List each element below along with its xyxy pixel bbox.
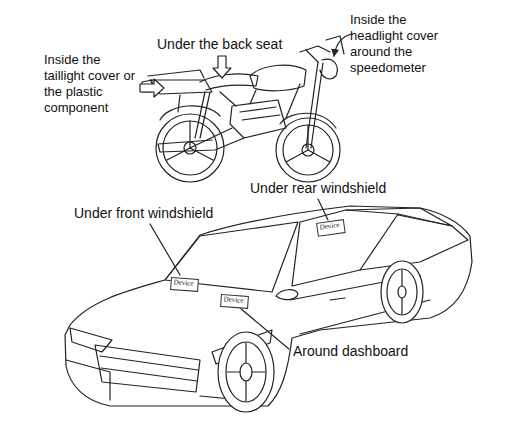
- callout-label: Inside the taillight cover or the plasti…: [44, 52, 136, 116]
- leader-line-part: [318, 199, 328, 220]
- motorcycle-drawing-part: [148, 70, 204, 78]
- motorcycle-drawing-part: [300, 46, 330, 52]
- car-drawing-part: [346, 208, 452, 226]
- motorcycle-drawing-part: [230, 100, 286, 138]
- car-drawing-part: [401, 270, 402, 286]
- motorcycle-drawing-part: [286, 150, 308, 162]
- car-drawing-part: [276, 290, 298, 300]
- motorcycle-drawing-part: [242, 115, 280, 120]
- device-text: Device: [173, 278, 196, 289]
- device-text: Device: [319, 221, 342, 233]
- motorcycle-drawing-part: [308, 150, 330, 162]
- leader-line-part: [150, 224, 180, 275]
- car-drawing-part: [387, 269, 417, 315]
- car-drawing-part: [252, 371, 265, 372]
- callout-label: Under rear windshield: [250, 180, 386, 196]
- pointer-arrow-part: [213, 56, 231, 78]
- car-drawing: [65, 206, 472, 412]
- pointer-arrow: [140, 34, 352, 97]
- callout-label: Inside the headlight cover around the sp…: [350, 12, 456, 76]
- car-drawing-part: [398, 286, 406, 298]
- car-drawing-part: [66, 360, 110, 400]
- motorcycle-drawing-part: [189, 121, 190, 148]
- car-drawing-part: [101, 368, 197, 381]
- device-text: Device: [223, 295, 246, 306]
- pointer-arrow-part: [334, 34, 352, 56]
- device-tag: Device: [220, 294, 249, 309]
- car-drawing-part: [227, 371, 240, 372]
- pointer-arrow-part: [140, 79, 164, 97]
- motorcycle-drawing: [142, 36, 344, 182]
- motorcycle-drawing-part: [195, 92, 205, 138]
- leader-line: [150, 199, 328, 349]
- car-drawing-part: [218, 332, 274, 412]
- car-drawing-part: [292, 210, 398, 286]
- car-drawing-part: [401, 298, 402, 314]
- motorcycle-drawing-part: [306, 62, 318, 148]
- motorcycle-drawing-part: [311, 63, 323, 148]
- motorcycle-drawing-part: [160, 106, 220, 120]
- motorcycle-drawing-part: [220, 84, 300, 118]
- device-tag: Device: [170, 277, 199, 292]
- car-drawing-part: [360, 214, 468, 270]
- car-drawing-part: [245, 381, 246, 401]
- motorcycle-drawing-part: [240, 107, 276, 112]
- car-drawing-part: [245, 343, 246, 363]
- motorcycle-drawing-part: [250, 65, 306, 91]
- car-drawing-part: [70, 328, 112, 352]
- car-drawing-part: [330, 298, 345, 300]
- car-drawing-part: [100, 356, 198, 370]
- callout-label: Under the back seat: [157, 36, 282, 52]
- motorcycle-drawing-part: [306, 50, 318, 62]
- motorcycle-drawing-part: [158, 138, 244, 152]
- car-drawing-part: [226, 342, 266, 402]
- leader-line-part: [240, 308, 289, 349]
- motorcycle-drawing-part: [280, 113, 336, 128]
- motorcycle-drawing-part: [200, 92, 210, 138]
- motorcycle-drawing-part: [320, 59, 337, 79]
- callout-label: Around dashboard: [293, 343, 408, 359]
- motorcycle-drawing-part: [200, 74, 258, 90]
- motorcycle-drawing-part: [167, 148, 190, 160]
- car-drawing-part: [95, 345, 200, 392]
- motorcycle-drawing-part: [178, 95, 180, 112]
- car-drawing-part: [240, 363, 252, 381]
- car-drawing-part: [381, 261, 423, 323]
- car-drawing-part: [165, 222, 298, 292]
- callout-label: Under front windshield: [74, 205, 213, 221]
